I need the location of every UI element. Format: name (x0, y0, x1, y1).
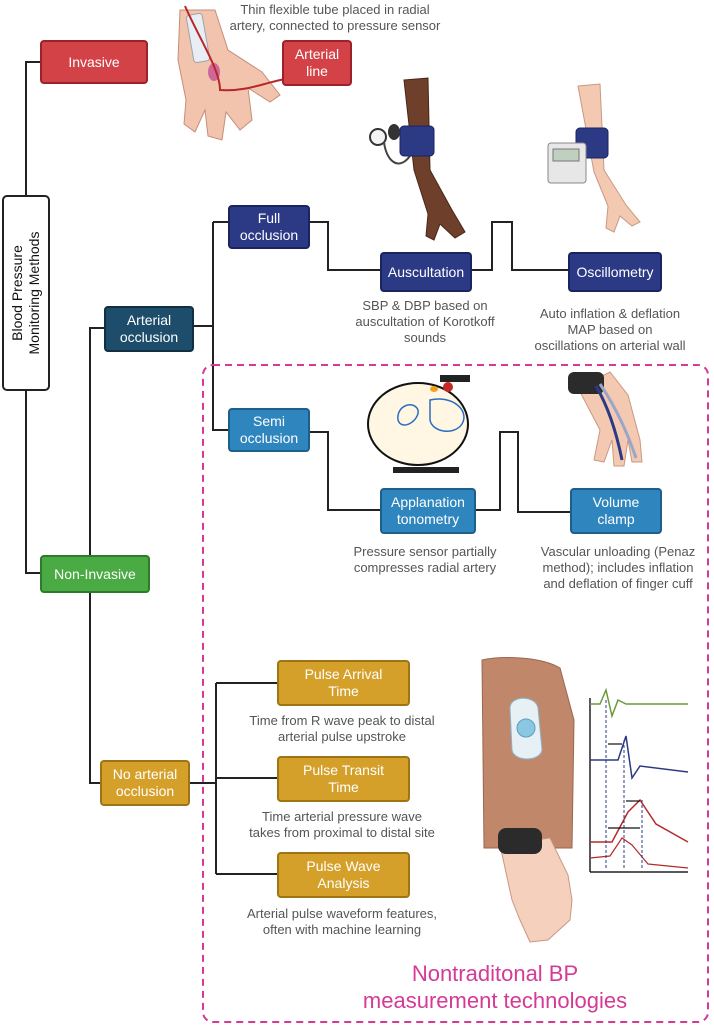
invasive-node: Invasive (40, 40, 148, 84)
wrist-catheter-illustration (177, 5, 293, 141)
arm-cuff-monitor-illustration (547, 83, 641, 233)
applanation-tonometry-node: Applanation tonometry (380, 488, 476, 534)
auscultation-node: Auscultation (380, 252, 472, 292)
auscultation-description: SBP & DBP based on auscultation of Korot… (355, 298, 495, 345)
semi-occlusion-node: Semi occlusion (228, 408, 310, 452)
arterial-line-description: Thin flexible tube placed in radial arte… (229, 2, 441, 33)
volume-clamp-description: Vascular unloading (Penaz method); inclu… (540, 544, 696, 591)
no-arterial-occlusion-node: No arterial occlusion (100, 760, 190, 806)
wrist-cross-section-tonometer-illustration (367, 375, 470, 473)
arterial-line-node: Arterial line (282, 40, 352, 86)
arterial-occlusion-node: Arterial occlusion (104, 306, 194, 352)
region-label: Nontraditonal BP measurement technologie… (362, 961, 628, 1013)
applanation-tonometry-description: Pressure sensor partially compresses rad… (353, 544, 497, 575)
pulse-wave-analysis-node: Pulse Wave Analysis (277, 852, 410, 898)
root-label: Blood Pressure Monitoring Methods (9, 231, 42, 355)
full-occlusion-node: Full occlusion (228, 205, 310, 249)
pulse-transit-time-description: Time arterial pressure wave takes from p… (249, 809, 435, 840)
non-invasive-node: Non-Invasive (40, 555, 150, 593)
pulse-transit-time-node: Pulse Transit Time (277, 756, 410, 802)
chest-patch-smartwatch-illustration (481, 657, 575, 943)
pulse-arrival-time-node: Pulse Arrival Time (277, 660, 410, 706)
oscillometry-node: Oscillometry (568, 252, 662, 292)
root-node: Blood Pressure Monitoring Methods (2, 195, 50, 391)
finger-cuff-wrist-device-illustration (568, 371, 643, 467)
pulse-wave-analysis-description: Arterial pulse waveform features, often … (246, 906, 438, 937)
oscillometry-description: Auto inflation & deflation MAP based on … (534, 306, 686, 353)
volume-clamp-node: Volume clamp (570, 488, 662, 534)
arm-sphygmomanometer-illustration (369, 77, 466, 241)
pulse-arrival-time-description: Time from R wave peak to distal arterial… (249, 713, 435, 744)
nontraditional-region-border (202, 364, 709, 1023)
ecg-and-pulse-waveforms-illustration (589, 687, 689, 873)
